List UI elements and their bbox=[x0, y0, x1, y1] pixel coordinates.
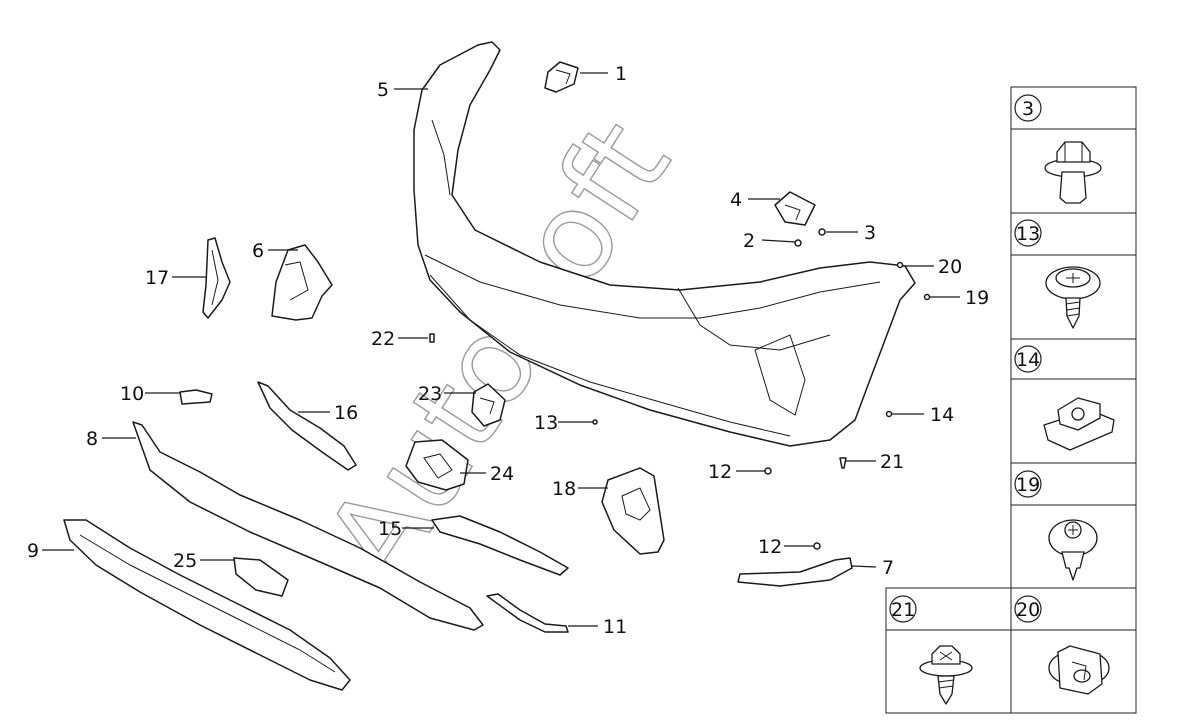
callout-21: 21 bbox=[880, 451, 904, 473]
part-19-rivet[interactable] bbox=[923, 293, 931, 301]
part-21-screw[interactable] bbox=[839, 457, 847, 469]
part-23-bracket[interactable] bbox=[471, 383, 506, 427]
callout-10: 10 bbox=[120, 383, 144, 405]
legend-label-13: 13 bbox=[1016, 223, 1040, 245]
part-15-grille-strip[interactable] bbox=[431, 515, 569, 576]
callout-9: 9 bbox=[27, 540, 39, 562]
callout-12b: 12 bbox=[758, 536, 782, 558]
callout-8: 8 bbox=[86, 428, 98, 450]
part-6-air-guide[interactable] bbox=[271, 244, 333, 321]
part-3-bolt[interactable] bbox=[818, 228, 826, 236]
part-10-trim[interactable] bbox=[179, 389, 213, 405]
part-12a-screw[interactable] bbox=[764, 467, 772, 475]
callout-22: 22 bbox=[371, 328, 395, 350]
callout-17: 17 bbox=[145, 267, 169, 289]
legend-header-14: 14 bbox=[1014, 345, 1042, 373]
part-9-lower-grille[interactable] bbox=[63, 519, 351, 691]
callout-18: 18 bbox=[552, 478, 576, 500]
callout-20: 20 bbox=[938, 256, 962, 278]
callout-labels: 1 2 3 4 5 6 7 8 9 10 11 12 12 13 14 15 1… bbox=[27, 63, 989, 638]
expansion-nut-icon bbox=[1048, 645, 1110, 695]
legend-label-21: 21 bbox=[891, 599, 915, 621]
legend-header-19: 19 bbox=[1014, 470, 1042, 498]
spring-nut-clip-icon bbox=[1043, 397, 1115, 451]
legend-label-20: 20 bbox=[1016, 599, 1040, 621]
flange-bolt-icon bbox=[1044, 141, 1102, 204]
callout-23: 23 bbox=[418, 383, 442, 405]
callout-11: 11 bbox=[603, 616, 627, 638]
part-2-fastener[interactable] bbox=[794, 239, 802, 247]
legend-label-19: 19 bbox=[1016, 474, 1040, 496]
legend-header-20: 20 bbox=[1014, 595, 1042, 623]
callout-4: 4 bbox=[730, 189, 742, 211]
fastener-legend: 3 13 14 19 21 20 bbox=[885, 86, 1137, 714]
part-13-screw[interactable] bbox=[592, 419, 598, 425]
part-22-pin[interactable] bbox=[429, 333, 435, 343]
callout-2: 2 bbox=[743, 230, 755, 252]
part-20-nut[interactable] bbox=[896, 261, 904, 269]
legend-label-14: 14 bbox=[1016, 349, 1040, 371]
callout-7: 7 bbox=[882, 557, 894, 579]
hex-flange-screw-icon bbox=[919, 645, 973, 705]
part-7-trim[interactable] bbox=[737, 557, 853, 587]
callout-14: 14 bbox=[930, 404, 954, 426]
part-25-tow-cover[interactable] bbox=[233, 557, 289, 597]
callout-25: 25 bbox=[173, 550, 197, 572]
part-12b-screw[interactable] bbox=[813, 542, 821, 550]
callout-19: 19 bbox=[965, 287, 989, 309]
legend-header-21: 21 bbox=[889, 595, 917, 623]
callout-16: 16 bbox=[334, 402, 358, 424]
callout-15: 15 bbox=[378, 518, 402, 540]
callout-24: 24 bbox=[490, 463, 514, 485]
part-24-fog-housing[interactable] bbox=[405, 439, 469, 491]
callout-5: 5 bbox=[377, 79, 389, 101]
push-rivet-icon bbox=[1048, 519, 1098, 581]
part-1-bracket[interactable] bbox=[544, 61, 579, 93]
part-8-lower-strip[interactable] bbox=[132, 421, 484, 631]
callout-3: 3 bbox=[864, 222, 876, 244]
part-11-lower-trim[interactable] bbox=[486, 593, 569, 633]
legend-header-3: 3 bbox=[1014, 94, 1042, 122]
legend-header-13: 13 bbox=[1014, 219, 1042, 247]
callout-6: 6 bbox=[252, 240, 264, 262]
part-18-fog-bezel[interactable] bbox=[601, 467, 665, 555]
callout-1: 1 bbox=[615, 63, 627, 85]
legend-label-3: 3 bbox=[1022, 98, 1034, 120]
callout-13: 13 bbox=[534, 412, 558, 434]
leader-lines bbox=[42, 72, 960, 627]
part-17-side-cover[interactable] bbox=[202, 237, 231, 319]
part-4-bracket[interactable] bbox=[774, 191, 816, 226]
part-16-garnish[interactable] bbox=[257, 381, 357, 471]
cross-head-screw-icon bbox=[1045, 266, 1101, 329]
part-5-bumper-cover[interactable] bbox=[413, 41, 916, 447]
callout-12a: 12 bbox=[708, 461, 732, 483]
part-14-clip[interactable] bbox=[885, 410, 893, 418]
